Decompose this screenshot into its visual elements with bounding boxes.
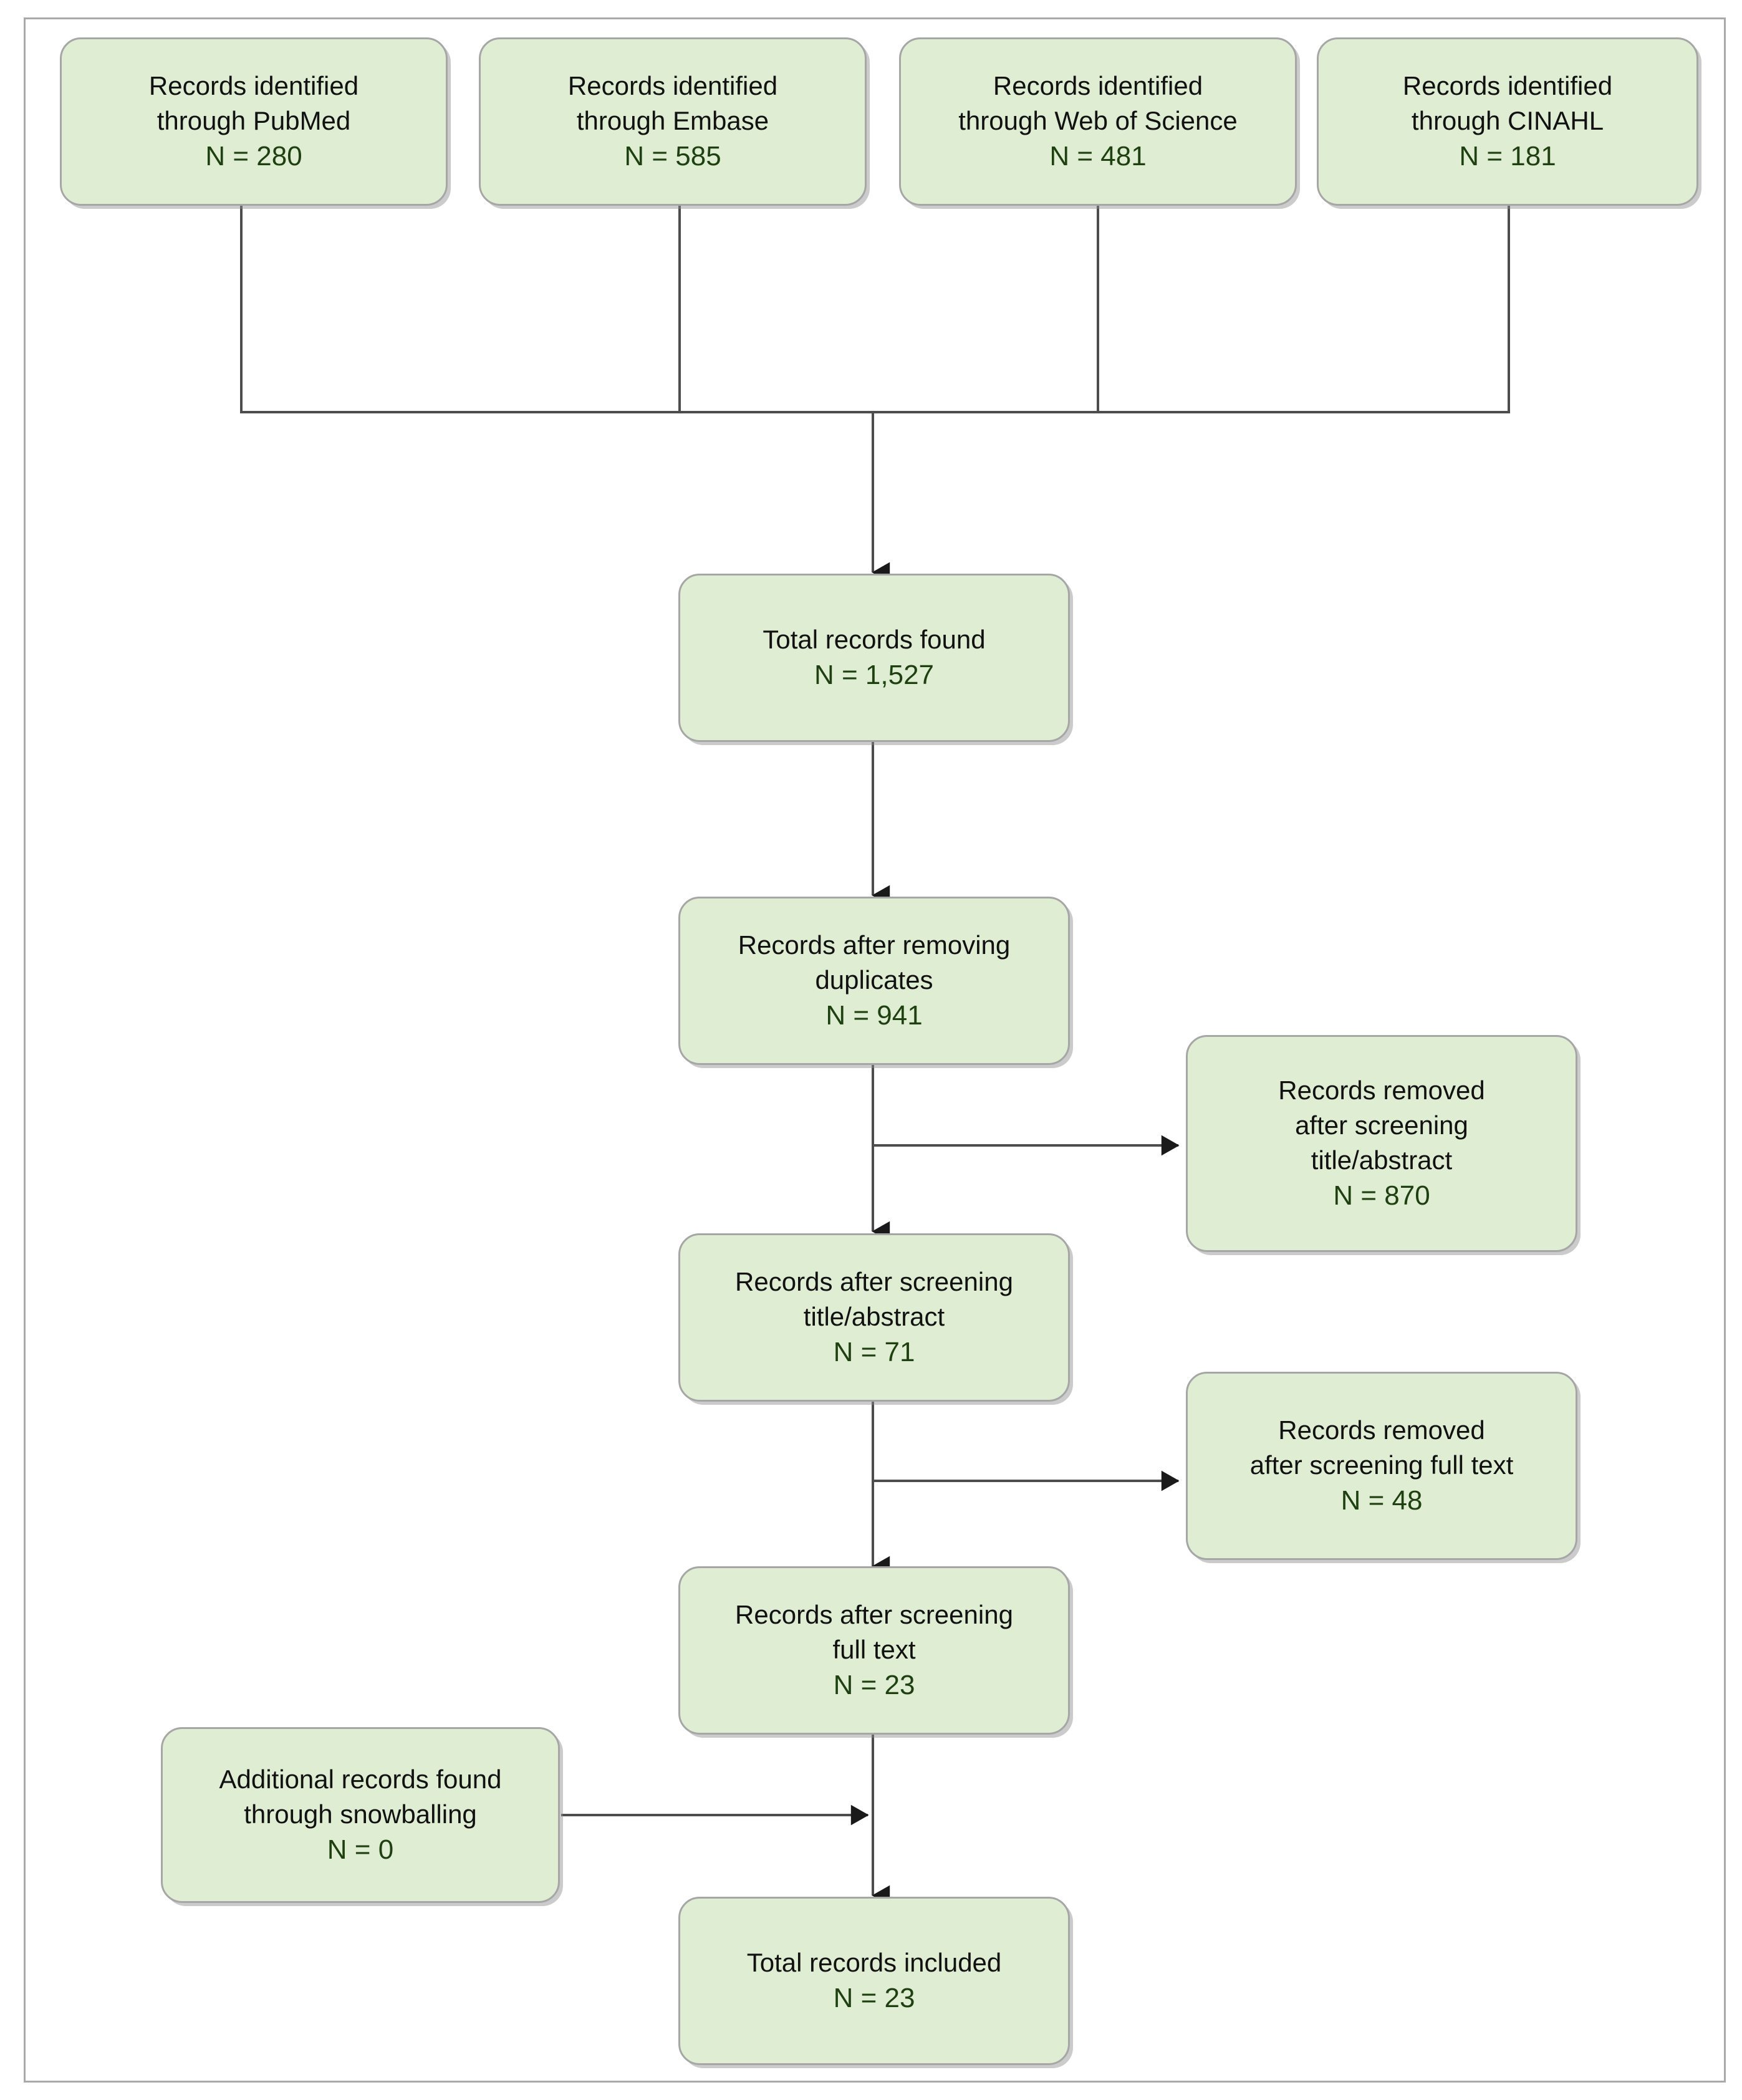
node-total-records-found-count: N = 1,527 <box>814 659 935 690</box>
node-pubmed-line2: through PubMed <box>156 105 351 135</box>
node-snowballing-count: N = 0 <box>327 1834 394 1865</box>
node-snowballing-line2: through snowballing <box>244 1799 477 1829</box>
node-after-removing-duplicates-line2: duplicates <box>815 965 933 995</box>
node-total-records-found[interactable]: Total records found N = 1,527 <box>678 574 1070 742</box>
node-removed-after-title-abstract-line1: Records removed <box>1278 1075 1485 1105</box>
node-embase[interactable]: Records identified through Embase N = 58… <box>479 37 867 206</box>
node-pubmed-count: N = 280 <box>205 140 302 171</box>
node-cinahl[interactable]: Records identified through CINAHL N = 18… <box>1317 37 1698 206</box>
node-removed-after-title-abstract-line3: title/abstract <box>1311 1145 1453 1175</box>
node-after-screening-full-text-line1: Records after screening <box>735 1599 1013 1629</box>
node-after-screening-title-abstract-count: N = 71 <box>833 1336 915 1367</box>
node-total-records-included[interactable]: Total records included N = 23 <box>678 1897 1070 2065</box>
node-web-of-science-count: N = 481 <box>1049 140 1147 171</box>
node-total-records-included-line1: Total records included <box>746 1947 1002 1977</box>
node-embase-line1: Records identified <box>567 70 778 100</box>
node-after-removing-duplicates-line1: Records after removing <box>738 930 1011 960</box>
node-after-screening-full-text-count: N = 23 <box>833 1669 915 1700</box>
node-after-removing-duplicates-count: N = 941 <box>825 999 923 1031</box>
node-removed-after-title-abstract-line2: after screening <box>1295 1110 1468 1140</box>
node-web-of-science-line1: Records identified <box>993 70 1203 100</box>
node-cinahl-line1: Records identified <box>1402 70 1613 100</box>
node-removed-after-full-text-line2: after screening full text <box>1249 1450 1514 1480</box>
node-snowballing[interactable]: Additional records found through snowbal… <box>161 1727 560 1903</box>
node-removed-after-full-text-line1: Records removed <box>1278 1415 1485 1445</box>
node-web-of-science-line2: through Web of Science <box>958 105 1238 135</box>
node-embase-line2: through Embase <box>576 105 769 135</box>
node-total-records-found-line1: Total records found <box>763 624 986 654</box>
node-pubmed-line1: Records identified <box>148 70 359 100</box>
node-removed-after-full-text-count: N = 48 <box>1340 1485 1423 1516</box>
node-snowballing-line1: Additional records found <box>219 1764 502 1794</box>
node-embase-count: N = 585 <box>624 140 721 171</box>
node-after-screening-title-abstract-line1: Records after screening <box>735 1266 1013 1296</box>
node-removed-after-full-text[interactable]: Records removed after screening full tex… <box>1186 1372 1577 1560</box>
node-web-of-science[interactable]: Records identified through Web of Scienc… <box>899 37 1297 206</box>
node-cinahl-line2: through CINAHL <box>1411 105 1604 135</box>
node-after-screening-full-text[interactable]: Records after screening full text N = 23 <box>678 1566 1070 1735</box>
node-after-screening-title-abstract-line2: title/abstract <box>803 1301 945 1331</box>
node-removed-after-title-abstract-count: N = 870 <box>1333 1180 1430 1211</box>
node-total-records-included-count: N = 23 <box>833 1982 915 2013</box>
node-after-screening-full-text-line2: full text <box>832 1634 916 1664</box>
node-after-screening-title-abstract[interactable]: Records after screening title/abstract N… <box>678 1233 1070 1402</box>
node-removed-after-title-abstract[interactable]: Records removed after screening title/ab… <box>1186 1035 1577 1252</box>
node-pubmed[interactable]: Records identified through PubMed N = 28… <box>60 37 448 206</box>
node-after-removing-duplicates[interactable]: Records after removing duplicates N = 94… <box>678 897 1070 1065</box>
node-cinahl-count: N = 181 <box>1459 140 1556 171</box>
